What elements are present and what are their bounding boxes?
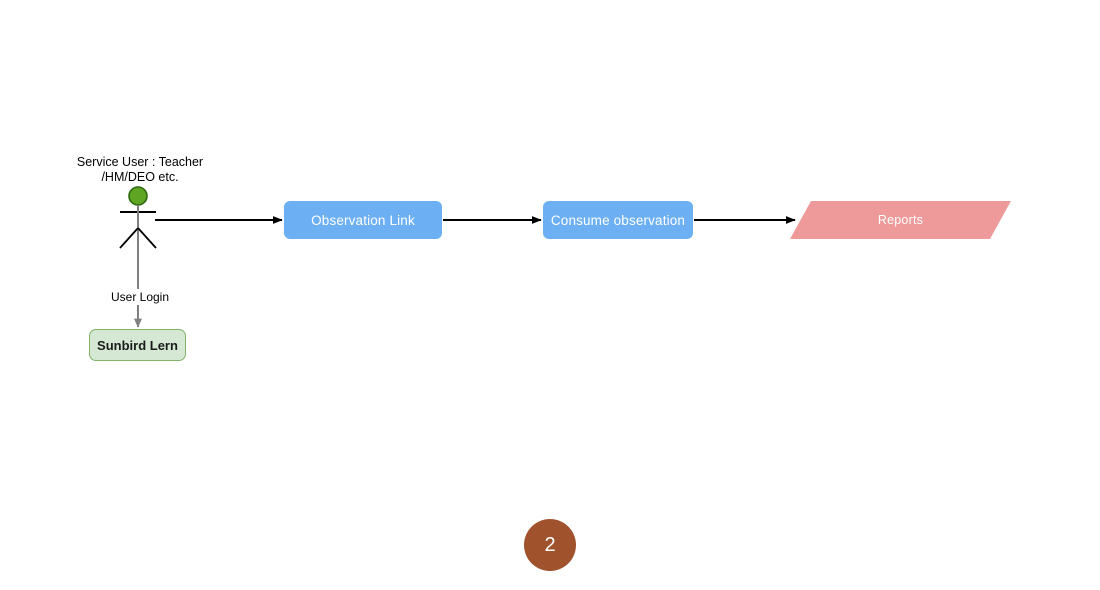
actor-leg-left-icon	[119, 227, 139, 249]
node-sunbird-lern-label: Sunbird Lern	[97, 337, 178, 353]
node-observation-link[interactable]: Observation Link	[284, 201, 442, 239]
edge-label-user-login: User Login	[90, 289, 190, 305]
node-observation-link-label: Observation Link	[311, 212, 415, 228]
actor-service-user: Service User : Teacher /HM/DEO etc.	[60, 155, 220, 265]
page-number-badge-label: 2	[544, 533, 556, 556]
node-reports-label: Reports	[877, 213, 924, 227]
actor-leg-right-icon	[137, 227, 157, 249]
actor-caption: Service User : Teacher /HM/DEO etc.	[76, 155, 204, 184]
reports-parallelogram-shape	[790, 201, 1011, 239]
actor-head-icon	[128, 186, 148, 206]
actor-stick-figure-icon	[119, 186, 157, 257]
node-sunbird-lern[interactable]: Sunbird Lern	[89, 329, 186, 361]
node-consume-observation[interactable]: Consume observation	[543, 201, 693, 239]
node-consume-observation-label: Consume observation	[550, 212, 686, 228]
node-reports[interactable]: Reports	[790, 201, 1011, 239]
page-number-badge: 2	[524, 519, 576, 571]
